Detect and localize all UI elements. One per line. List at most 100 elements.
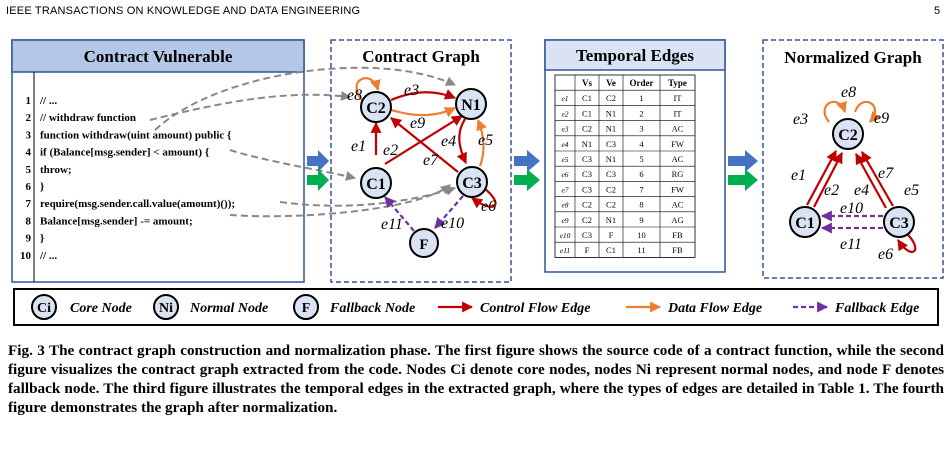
norm-label-e3: e3 — [793, 111, 808, 128]
table-cell: e3 — [561, 125, 568, 134]
table-cell: FB — [672, 245, 683, 255]
code-line: if (Balance[msg.sender] < amount) { — [40, 147, 209, 159]
legend-fallback-edge: Fallback Edge — [793, 301, 919, 316]
svg-text:Fallback Node: Fallback Node — [329, 301, 415, 316]
code-line-number: 10 — [20, 250, 32, 262]
code-line-number: 3 — [26, 129, 32, 141]
norm-label-e6: e6 — [878, 246, 893, 263]
table-cell: AC — [672, 200, 684, 210]
graph-node-f: F — [409, 228, 439, 258]
graph-panel: Contract Graph — [330, 39, 512, 283]
code-line-number: 9 — [26, 233, 32, 245]
svg-text:Fallback Edge: Fallback Edge — [834, 301, 919, 316]
norm-node-c1: C1 — [789, 206, 821, 238]
graph-label-e4: e4 — [441, 133, 456, 150]
svg-text:C3: C3 — [462, 175, 482, 192]
svg-text:C3: C3 — [889, 215, 909, 232]
graph-edge-e3 — [390, 89, 457, 102]
table-cell: 9 — [639, 215, 643, 225]
table-cell: N1 — [606, 215, 616, 225]
code-line: } — [40, 181, 44, 193]
legend-data-edge: Data Flow Edge — [626, 301, 762, 316]
table-cell: e9 — [561, 216, 568, 225]
graph-node-c1: C1 — [360, 167, 392, 199]
figure-caption: Fig. 3 The contract graph construction a… — [8, 342, 944, 416]
table-cell: e2 — [561, 109, 568, 118]
graph-edge-e9 — [390, 107, 456, 118]
svg-text:Normal Node: Normal Node — [189, 301, 268, 316]
norm-edge-e7 — [861, 151, 894, 207]
norm-node-c3: C3 — [883, 206, 915, 238]
code-line-number: 5 — [26, 164, 32, 176]
table-header: Type — [668, 78, 687, 88]
code-line: Balance[msg.sender] -= amount; — [40, 215, 193, 227]
code-line-number: 1 — [26, 95, 32, 107]
table-header: Order — [630, 78, 654, 88]
code-line: // ... — [39, 250, 57, 262]
table-cell: C3 — [582, 154, 592, 164]
norm-edge-e1 — [806, 150, 837, 206]
table-cell: FW — [671, 139, 684, 149]
code-line: function withdraw(uint amount) public { — [40, 129, 231, 141]
table-cell: e11 — [560, 246, 570, 255]
table-cell: C3 — [582, 230, 592, 240]
table-cell: 1 — [639, 93, 643, 103]
graph-label-e1: e1 — [351, 138, 366, 155]
table-header: Vs — [582, 78, 592, 88]
table-cell: e8 — [561, 201, 568, 210]
table-cell: e7 — [561, 185, 568, 194]
code-line-number: 8 — [26, 215, 32, 227]
code-line-number: 6 — [26, 181, 32, 193]
table-cell: 4 — [639, 139, 644, 149]
table-cell: C1 — [582, 93, 592, 103]
graph-label-e2: e2 — [383, 142, 398, 159]
legend-fallback: F Fallback Node — [293, 294, 415, 320]
table-cell: e10 — [560, 231, 571, 240]
svg-text:Ci: Ci — [37, 301, 51, 316]
svg-text:F: F — [302, 301, 311, 316]
norm-label-e4: e4 — [854, 182, 869, 199]
graph-edge-e10 — [434, 195, 464, 229]
table-header: Ve — [606, 78, 616, 88]
table-cell: C3 — [582, 169, 592, 179]
legend: Ci Core Node Ni Normal Node F Fallback N… — [13, 288, 939, 326]
norm-label-e10: e10 — [840, 200, 863, 217]
norm-edge-e6 — [897, 231, 917, 253]
norm-node-c2: C2 — [832, 118, 864, 150]
code-line-number: 2 — [26, 112, 32, 124]
norm-title: Normalized Graph — [784, 48, 922, 67]
code-line-number: 4 — [26, 147, 32, 159]
table-cell: C2 — [606, 200, 616, 210]
svg-text:C2: C2 — [838, 127, 858, 144]
svg-text:Ni: Ni — [159, 301, 173, 316]
table-cell: F — [609, 230, 614, 240]
graph-label-e6: e6 — [481, 198, 496, 215]
graph-label-e10: e10 — [441, 215, 464, 232]
table-cell: C2 — [606, 184, 616, 194]
norm-label-e8: e8 — [841, 84, 856, 101]
table-cell: C3 — [606, 169, 616, 179]
code-line-number: 7 — [26, 198, 32, 210]
table-cell: 2 — [639, 108, 643, 118]
svg-text:C1: C1 — [366, 176, 386, 193]
norm-edge-e9 — [853, 100, 881, 123]
svg-text:Control Flow Edge: Control Flow Edge — [480, 301, 590, 316]
page-number: 5 — [934, 5, 941, 17]
table-cell: 5 — [639, 154, 643, 164]
code-line: // withdraw function — [39, 112, 136, 124]
graph-node-c2: C2 — [360, 91, 392, 123]
graph-edge-e2 — [384, 115, 463, 165]
table-cell: 7 — [639, 184, 643, 194]
table-cell: C3 — [582, 184, 592, 194]
table-cell: C2 — [606, 93, 616, 103]
table-cell: C2 — [582, 215, 592, 225]
table-cell: e1 — [561, 94, 568, 103]
norm-edge-e4 — [855, 153, 887, 209]
norm-panel: Normalized Graph — [762, 39, 944, 279]
norm-edge-e2 — [813, 152, 843, 208]
edges-title: Temporal Edges — [576, 46, 694, 65]
norm-label-e9: e9 — [874, 110, 889, 127]
